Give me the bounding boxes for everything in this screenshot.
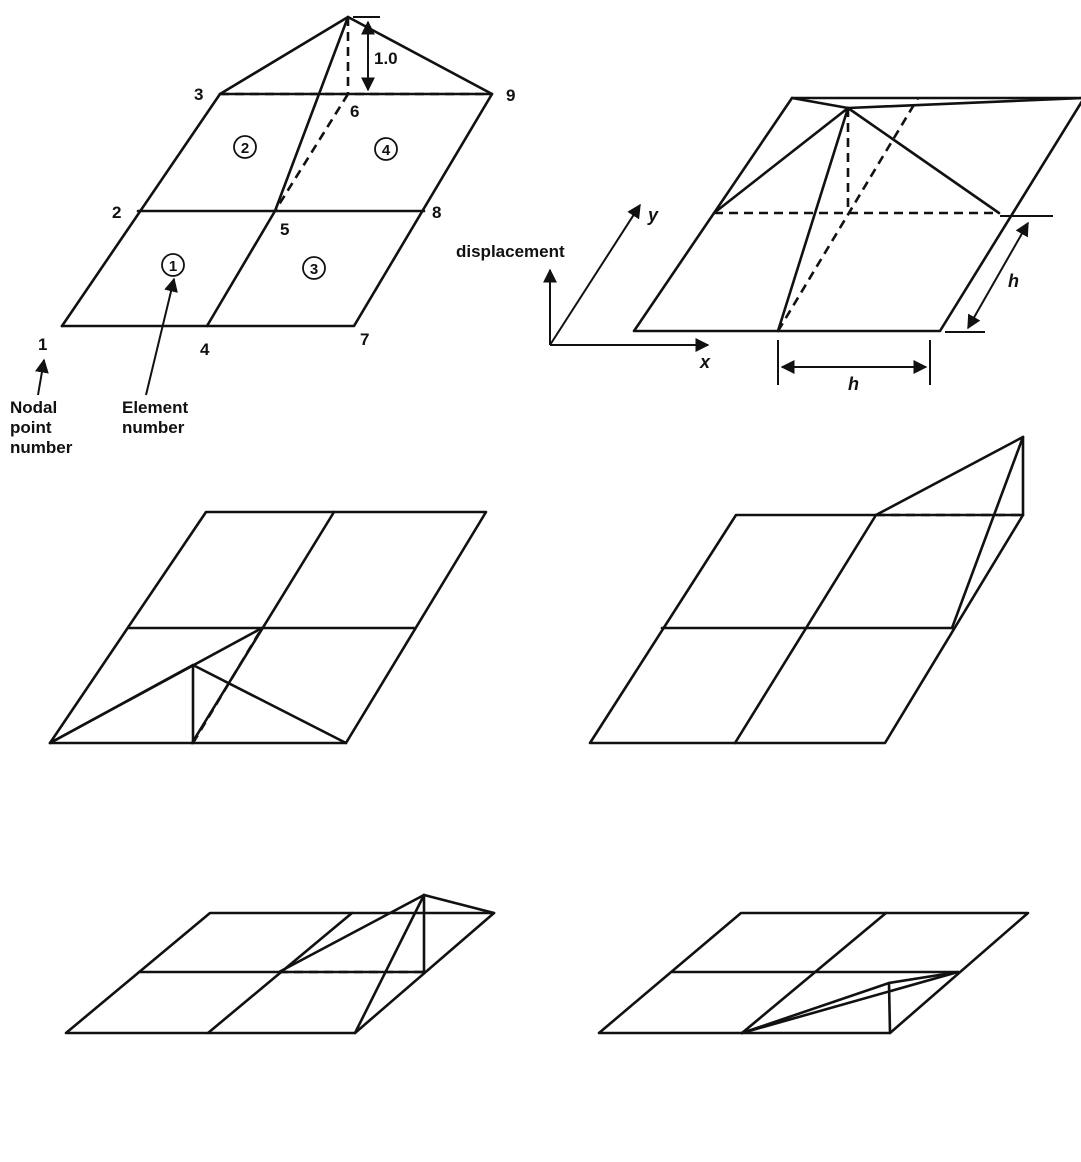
node-label-5: 5 [280,220,289,239]
node-label-8: 8 [432,203,441,222]
panel-node-4-shape-function [48,510,488,745]
panel-node-8-shape-function [64,893,496,1035]
node-label-9: 9 [506,86,515,105]
callout-nodal-line2: point [10,418,52,437]
node-label-6: 6 [350,102,359,121]
element-label-4: 4 [382,142,391,159]
panel-node-6-shape-function: 1.0 1 2 3 4 5 6 7 8 9 1 2 3 4 Nodal poin… [10,15,515,457]
node-label-3: 3 [194,85,203,104]
element-marker-2 [233,135,257,159]
axis-label-y: y [647,205,659,225]
node-label-2: 2 [112,203,121,222]
panel-node-7-shape-function [597,911,1030,1035]
element-marker-1 [161,253,185,277]
element-marker-3 [302,256,326,280]
dimension-label-side: h [1008,271,1019,291]
callout-nodal-line3: number [10,438,73,457]
panel-node-9-shape-function [588,435,1025,745]
element-label-2: 2 [241,140,249,157]
element-label-1: 1 [169,258,177,275]
amplitude-label: 1.0 [374,49,398,68]
callout-element-line2: number [122,418,185,437]
dimension-label-width: h [848,374,859,394]
panel-node-5-shape-function: displacement x y h h [456,96,1081,394]
node-label-4: 4 [200,340,210,359]
axis-label-displacement: displacement [456,242,565,261]
axis-label-x: x [699,352,711,372]
element-label-3: 3 [310,261,318,278]
node-label-7: 7 [360,330,369,349]
element-marker-4 [374,137,398,161]
callout-element-line1: Element [122,398,188,417]
node-label-1: 1 [38,335,47,354]
callout-nodal-line1: Nodal [10,398,57,417]
